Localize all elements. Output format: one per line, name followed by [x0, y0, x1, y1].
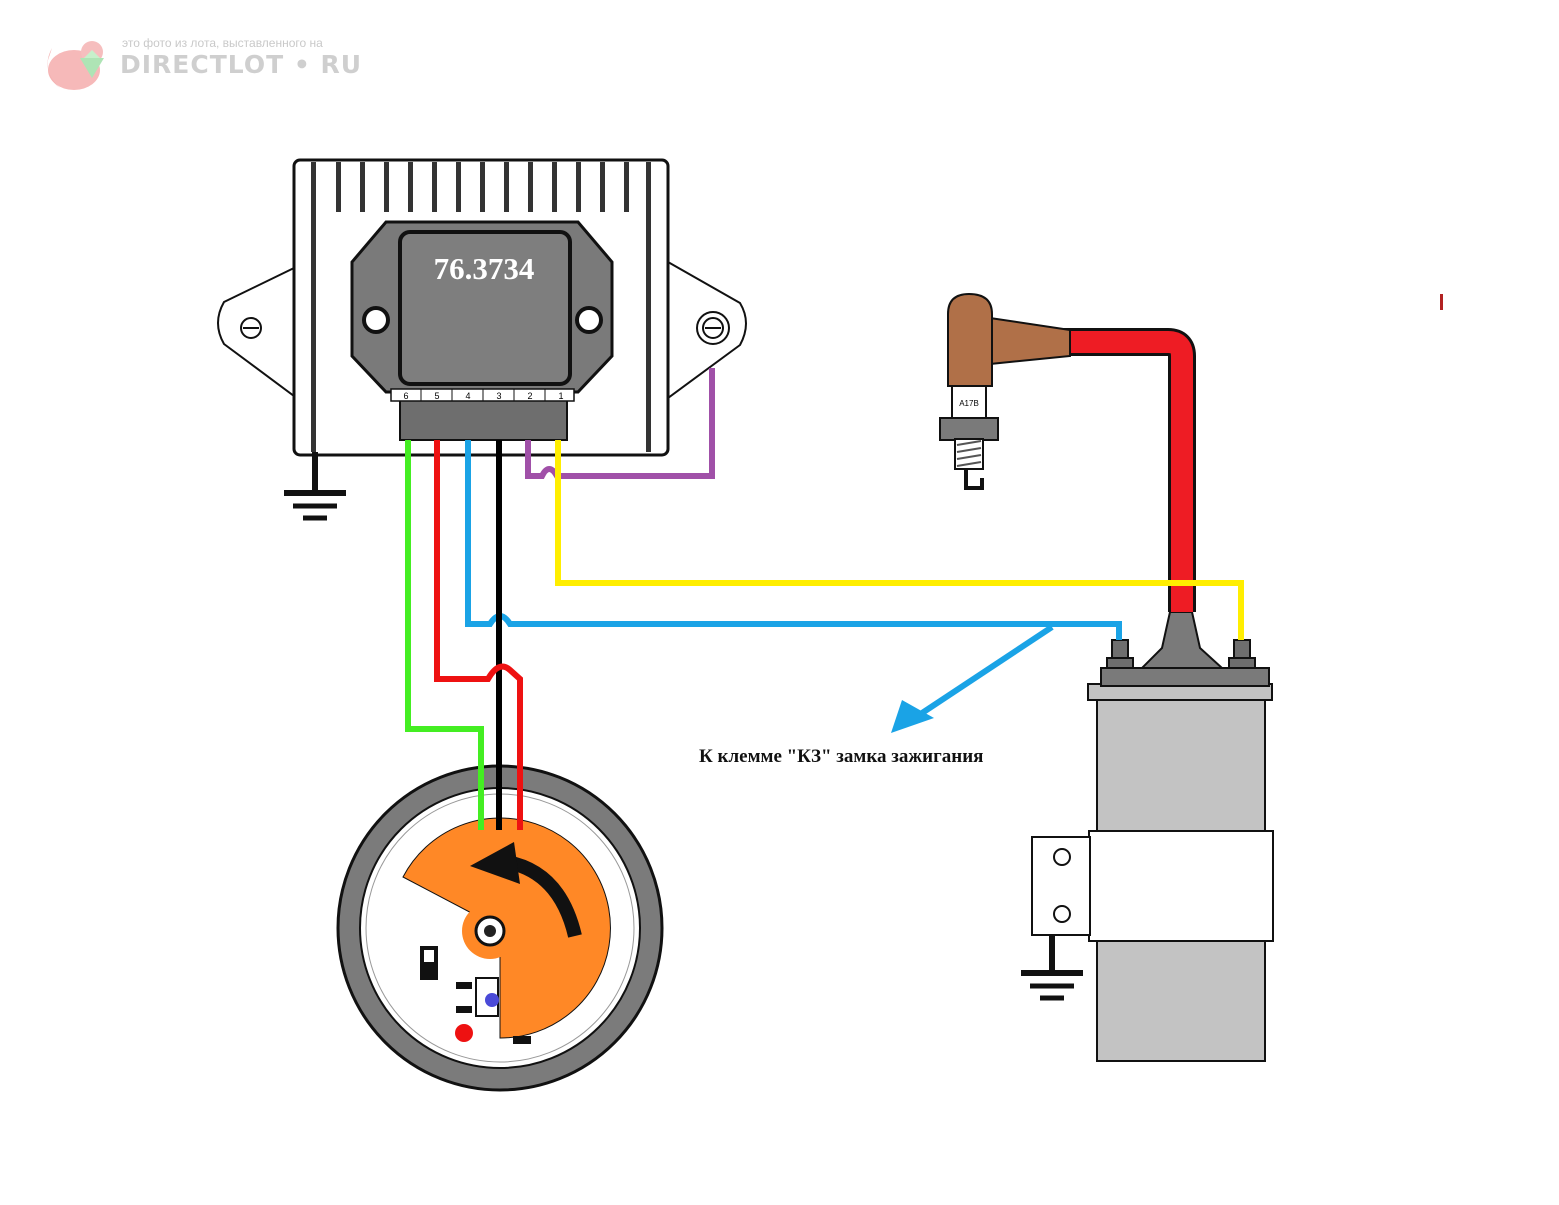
ignition-switch-caption: К клемме "КЗ" замка зажигания [699, 746, 984, 767]
red-mark [1440, 294, 1443, 310]
spark-plug-boot [947, 292, 1071, 387]
connector-pin-label: 5 [434, 391, 439, 401]
ignition-coil [1031, 611, 1274, 1062]
ignition-switch-arrow [911, 624, 1054, 722]
module-title: 76.3734 [433, 251, 535, 286]
connector-pin-label: 1 [558, 391, 563, 401]
spark-plug: A17B [939, 384, 999, 490]
red-indicator-dot [455, 1024, 473, 1042]
wire-blue [465, 440, 1122, 640]
coil-bracket [1088, 830, 1274, 942]
rotation-arrow-icon [505, 855, 582, 938]
distributor [336, 764, 664, 1092]
wire-green [405, 440, 484, 830]
watermark-brand: DIRECTLOT • RU [120, 50, 363, 79]
wire-yellow [555, 440, 1244, 640]
high-voltage-lead [1062, 328, 1196, 612]
spark-plug-marking: A17B [959, 399, 979, 408]
ignition-module [350, 220, 614, 394]
wire-red [434, 440, 523, 830]
rotation-arrow-head [470, 842, 520, 884]
mount-hole-right [696, 311, 730, 345]
connector-pin-label: 4 [465, 391, 470, 401]
connector-pin-label: 6 [403, 391, 408, 401]
watermark-caption: это фото из лота, выставленного на [122, 36, 323, 50]
connector-pin-label: 2 [527, 391, 532, 401]
module-connector: 6 5 4 3 2 1 [390, 388, 575, 441]
arrowhead-icon [891, 700, 934, 733]
cooling-fins [311, 162, 651, 452]
squirrel-logo-icon [47, 41, 104, 90]
ground-symbol-icon [284, 452, 346, 521]
ground-symbol-icon [1021, 935, 1083, 1001]
connector-pin-label: 3 [496, 391, 501, 401]
mount-hole-left [240, 317, 262, 339]
